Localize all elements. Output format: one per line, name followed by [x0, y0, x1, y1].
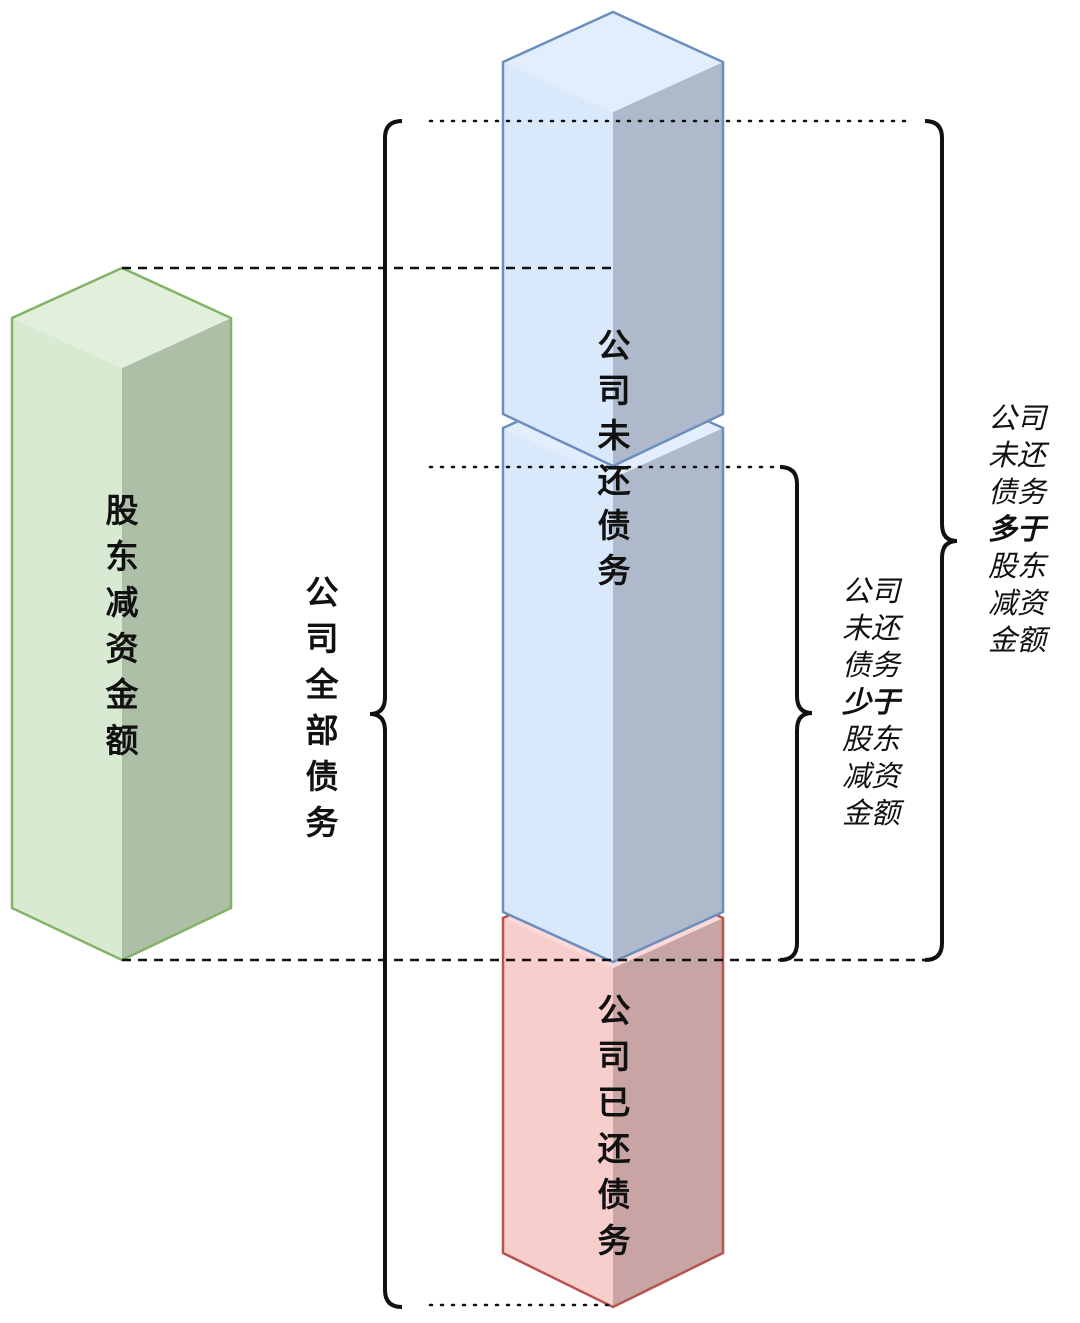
note-line: 股东: [842, 722, 903, 756]
label-char: 全: [305, 665, 340, 704]
label-total-debt: 公司全部债务: [305, 573, 340, 842]
label-char: 已: [598, 1083, 631, 1122]
label-char: 还: [598, 461, 632, 500]
note-line: 减资: [988, 586, 1050, 620]
blue-upper-side: [613, 62, 723, 466]
note-line: 公司: [988, 401, 1049, 435]
label-char: 未: [598, 416, 631, 455]
note-line: 金额: [988, 623, 1051, 657]
label-char: 公: [306, 573, 339, 612]
label-char: 债: [598, 1175, 631, 1214]
note-line: 公司: [842, 574, 903, 608]
note-line: 股东: [988, 549, 1049, 583]
note-line: 金额: [842, 796, 905, 830]
note-line: 债务: [842, 648, 903, 682]
label-char: 额: [106, 721, 139, 760]
note-emphasis: 多于: [988, 512, 1049, 546]
label-char: 债: [598, 506, 631, 545]
label-char: 金: [105, 675, 140, 714]
note-line: 未还: [842, 611, 904, 645]
label-shareholder-reduction: 股东减资金额: [105, 491, 140, 760]
label-char: 公: [598, 991, 631, 1030]
brace-more-than: [924, 119, 958, 962]
green-prism-front: [12, 318, 122, 960]
blue-lower-front: [503, 428, 613, 962]
label-char: 部: [306, 711, 339, 750]
label-paid-debt: 公司已还债务: [598, 991, 632, 1260]
blue-upper-outline: [501, 10, 725, 468]
note-line: 债务: [988, 475, 1049, 509]
red-prism-side: [613, 918, 723, 1307]
note-emphasis: 少于: [842, 685, 903, 719]
label-char: 减: [106, 583, 139, 622]
green-prism-side: [122, 318, 231, 960]
unpaid-debt-lower-prism: [501, 376, 725, 964]
shareholder-reduction-prism: [10, 266, 233, 962]
brace-less-than: [779, 465, 813, 962]
label-char: 资: [106, 629, 139, 668]
brace-total-debt: [369, 119, 403, 1309]
label-char: 公: [598, 326, 631, 365]
label-char: 司: [598, 1037, 631, 1076]
unpaid-debt-upper-prism: [501, 10, 725, 468]
label-char: 务: [598, 551, 631, 590]
label-char: 股: [106, 491, 139, 530]
label-char: 务: [598, 1221, 631, 1260]
label-char: 司: [306, 619, 339, 658]
label-char: 司: [598, 371, 631, 410]
blue-lower-side: [613, 428, 723, 962]
note-line: 未还: [988, 438, 1050, 472]
red-prism-front: [503, 918, 613, 1307]
label-char: 务: [306, 803, 339, 842]
label-char: 东: [106, 537, 139, 576]
note-line: 减资: [842, 759, 904, 793]
label-char: 还: [598, 1129, 632, 1168]
label-unpaid-debt: 公司未还债务: [598, 326, 632, 590]
label-char: 债: [306, 757, 339, 796]
blue-upper-front: [503, 62, 613, 466]
